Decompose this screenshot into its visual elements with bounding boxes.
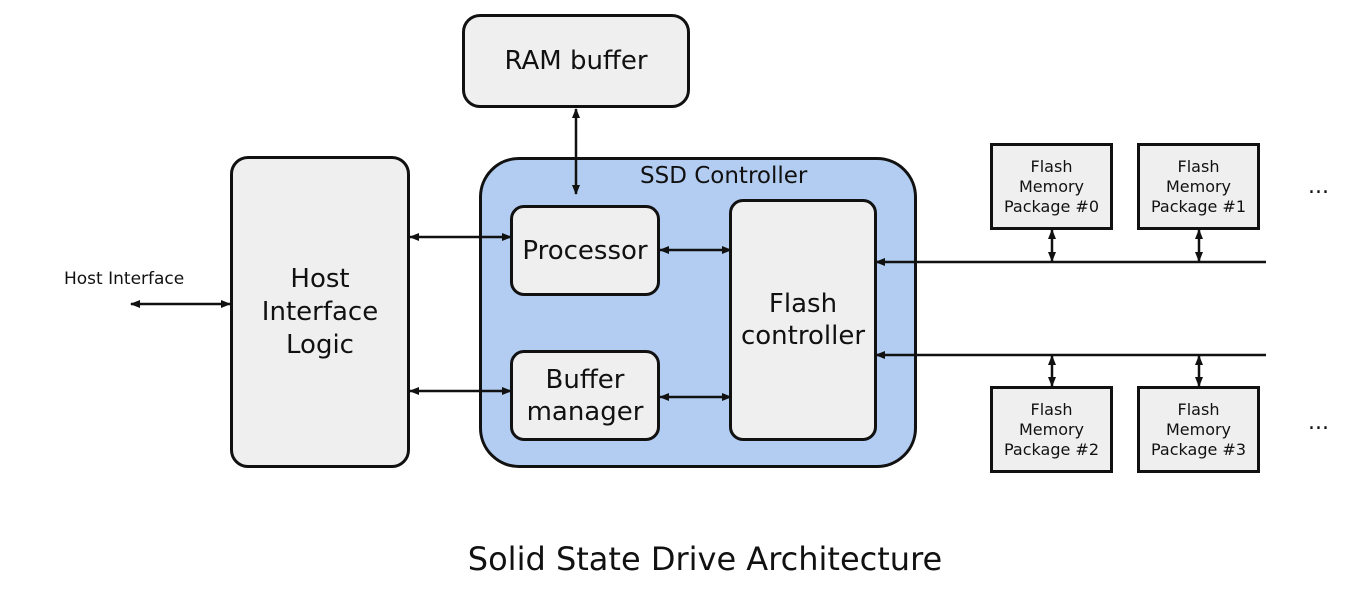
diagram-title: Solid State Drive Architecture <box>467 540 943 578</box>
buffer-manager-block: Buffer manager <box>510 350 660 441</box>
ssd-controller-label: SSD Controller <box>640 163 808 189</box>
flash-package-0: Flash Memory Package #0 <box>990 143 1113 230</box>
flash-package-3: Flash Memory Package #3 <box>1137 386 1260 473</box>
ellipsis-bottom: ... <box>1308 410 1329 435</box>
flash-package-1: Flash Memory Package #1 <box>1137 143 1260 230</box>
ram-buffer-block: RAM buffer <box>462 14 690 108</box>
host-interface-logic-block: Host Interface Logic <box>230 156 410 468</box>
flash-controller-block: Flash controller <box>729 199 877 441</box>
ellipsis-top: ... <box>1308 174 1329 199</box>
host-interface-label: Host Interface <box>64 269 185 289</box>
processor-block: Processor <box>510 205 660 296</box>
flash-package-2: Flash Memory Package #2 <box>990 386 1113 473</box>
